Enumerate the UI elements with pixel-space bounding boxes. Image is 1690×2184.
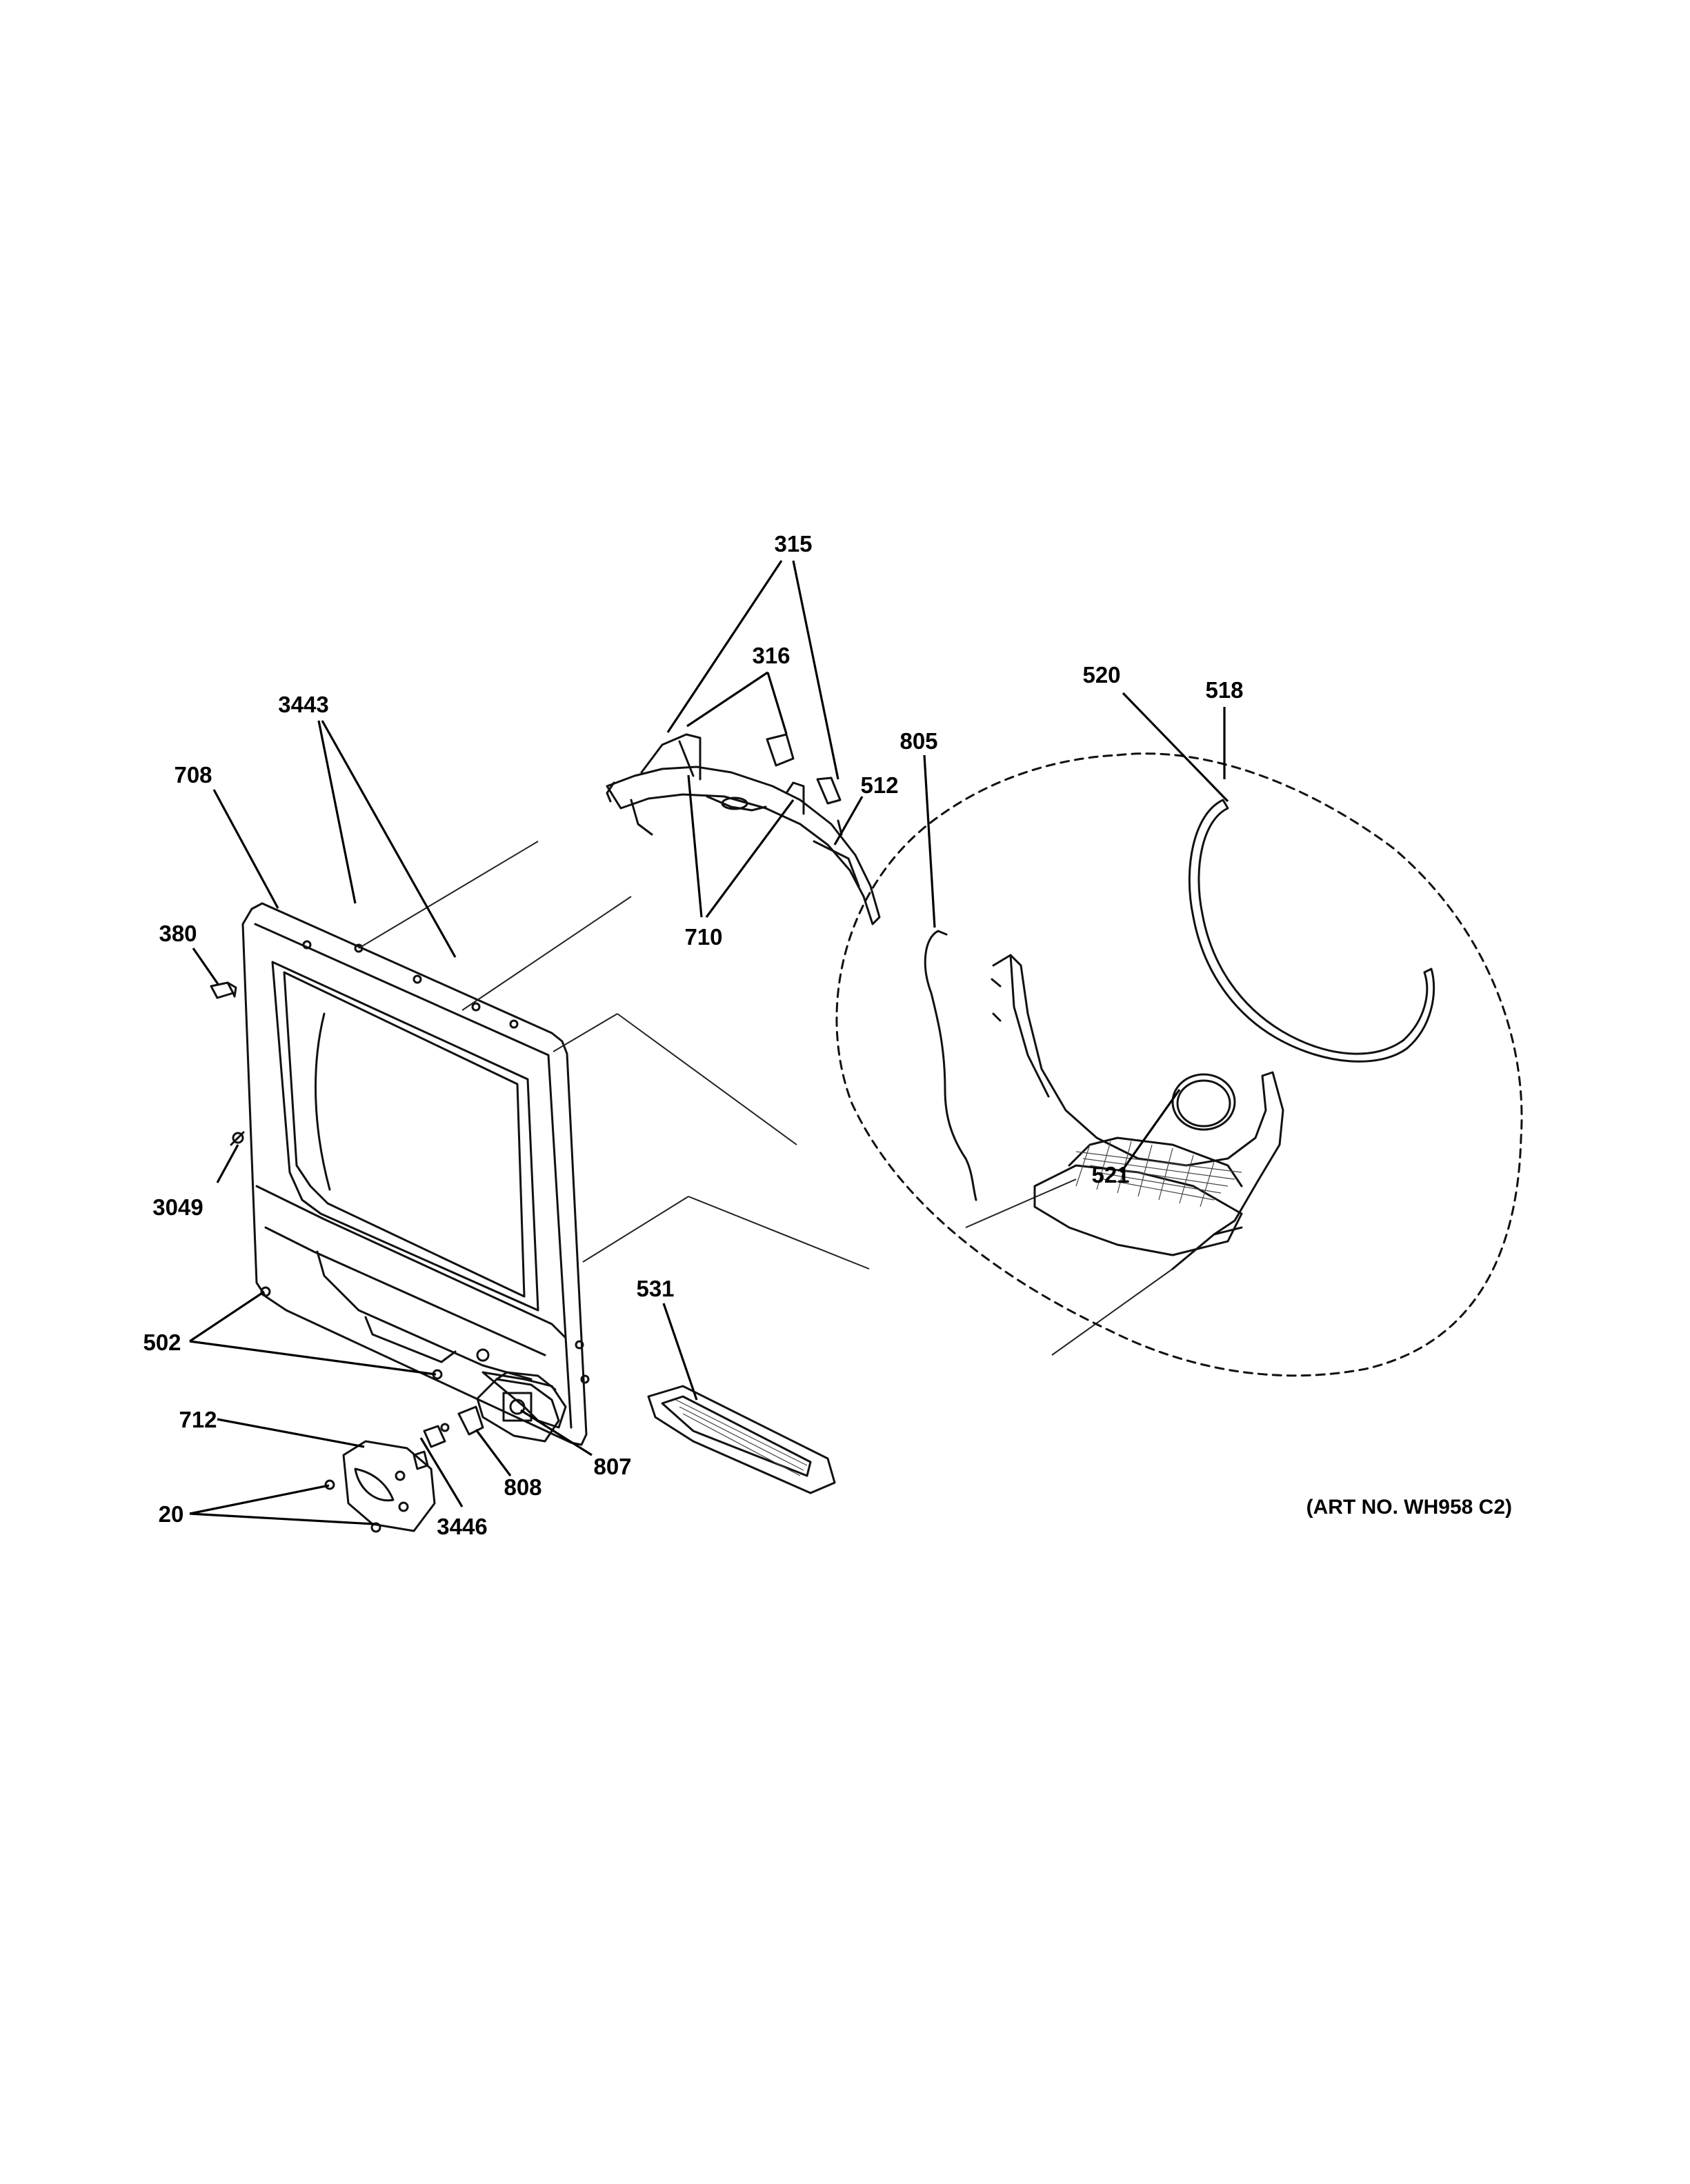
- callout-520: 520: [1082, 662, 1120, 688]
- duct-envelope-drawing: [835, 752, 1523, 1377]
- callout-710: 710: [684, 924, 722, 950]
- callout-316: 316: [752, 643, 790, 668]
- screw-3049-drawing: [230, 1131, 245, 1146]
- lint-duct-drawing: [991, 954, 1284, 1270]
- art-number: (ART NO. WH958 C2): [1306, 1496, 1512, 1519]
- callout-712: 712: [179, 1407, 217, 1432]
- callout-315: 315: [774, 531, 812, 557]
- leader-lines: [189, 560, 1229, 1525]
- callout-labels: 315 316 3443 708 805 520 518 512 380 710…: [143, 531, 1243, 1539]
- callout-531: 531: [636, 1276, 674, 1301]
- callout-380: 380: [159, 921, 197, 946]
- callout-518: 518: [1205, 677, 1243, 703]
- callout-521: 521: [1091, 1162, 1129, 1188]
- switch-380-drawing: [210, 981, 237, 999]
- callout-512: 512: [860, 772, 898, 798]
- callout-3446: 3446: [437, 1514, 487, 1539]
- front-panel-drawing: [241, 902, 590, 1446]
- callout-3049: 3049: [152, 1194, 203, 1220]
- callout-3443: 3443: [278, 692, 328, 717]
- callout-708: 708: [174, 762, 212, 788]
- callout-20: 20: [159, 1501, 184, 1527]
- wire-805-drawing: [924, 930, 977, 1201]
- lower-component-drawing: [324, 1371, 560, 1533]
- lint-filter-drawing: [647, 1385, 836, 1494]
- callout-502: 502: [143, 1330, 181, 1355]
- screws-502-drawing: [260, 1286, 443, 1380]
- top-bracket-drawing: [606, 733, 881, 925]
- callout-805: 805: [899, 728, 937, 754]
- guide-lines: [358, 841, 1173, 1356]
- callout-807: 807: [593, 1454, 631, 1479]
- callout-808: 808: [504, 1474, 541, 1500]
- seals-drawing: [1188, 799, 1435, 1063]
